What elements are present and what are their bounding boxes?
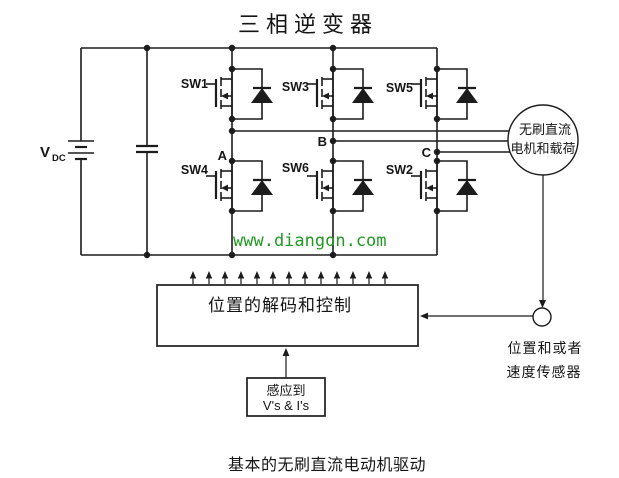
phase-c-label: C (422, 145, 432, 160)
sensor-label-line1: 位置和或者 (508, 340, 583, 356)
motor-label-line2: 电机和载荷 (510, 141, 575, 156)
motor: 无刷直流 电机和载荷 (507, 104, 579, 176)
dc-bus-wires (80, 47, 437, 256)
sw6-label: SW6 (282, 161, 309, 175)
phase-a-label: A (218, 148, 228, 163)
motor-label-line1: 无刷直流 (519, 122, 571, 137)
sw5-label: SW5 (386, 81, 413, 95)
sw4-label: SW4 (181, 163, 208, 177)
position-speed-sensor: 位置和或者 速度传感器 (420, 175, 583, 380)
vdc-sub-label: DC (52, 153, 66, 164)
sense-label-line2: V's & I's (263, 398, 310, 413)
gate-signal-arrows (189, 270, 389, 285)
sw2-label: SW2 (386, 163, 413, 177)
phase-lines: A B C (218, 127, 510, 163)
controller-label: 位置的解码和控制 (208, 296, 352, 315)
sw1-label: SW1 (181, 77, 208, 91)
inverter-title: 三相逆变器 (238, 12, 378, 37)
switch-sw4: SW4 (181, 156, 275, 216)
sense-label-line1: 感应到 (266, 383, 305, 398)
switch-sw3: SW3 (282, 64, 376, 124)
switch-sw6: SW6 (282, 156, 376, 216)
sense-input-box: 感应到 V's & I's (246, 348, 326, 417)
figure-caption: 基本的无刷直流电动机驱动 (228, 456, 426, 474)
dc-link-capacitor (136, 44, 158, 259)
sensor-label-line2: 速度传感器 (507, 364, 582, 380)
switch-sw5: SW5 (386, 64, 480, 124)
phase-b-label: B (318, 134, 327, 149)
watermark-text: www.diangon.com (233, 231, 387, 251)
switch-sw1: SW1 (181, 64, 275, 124)
switch-sw2: SW2 (386, 156, 480, 216)
vdc-label: V (40, 144, 50, 161)
sw3-label: SW3 (282, 80, 309, 94)
dc-source-battery: V DC (40, 140, 94, 164)
controller-box: 位置的解码和控制 (156, 284, 419, 347)
